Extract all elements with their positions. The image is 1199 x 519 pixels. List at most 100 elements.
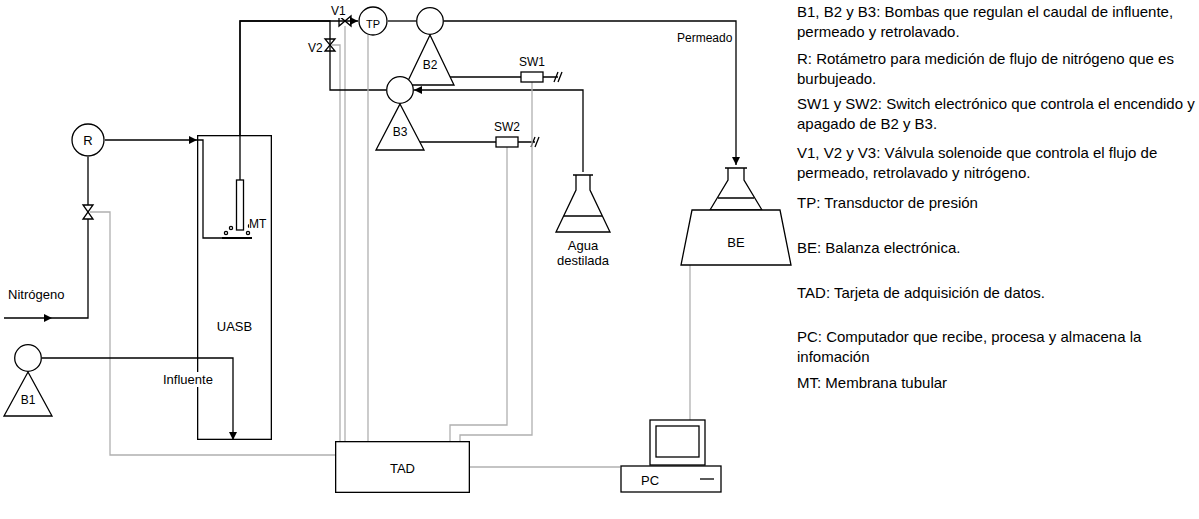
part-tag: MT — [249, 217, 266, 231]
legend-note: TAD: Tarjeta de adquisición de datos. — [797, 283, 1195, 303]
monitor-screen — [656, 426, 699, 457]
label-slot: R: Rotámetro para medición de flujo de n… — [797, 49, 1195, 89]
text-slot: R — [71, 131, 105, 149]
node-label: B3 — [393, 125, 408, 140]
electronic-balance: BE — [680, 165, 792, 267]
label-slot: BE: Balanza electrónica. — [797, 238, 1195, 258]
pipe-connector — [444, 21, 740, 165]
label-slot: V1, V2 y V3: Válvula solenoide que contr… — [797, 143, 1195, 183]
label-slot: B1, B2 y B3: Bombas que regulan el cauda… — [797, 2, 1195, 42]
electronic-balance-shape — [680, 165, 792, 267]
drive-slot — [700, 478, 714, 479]
pump-base — [376, 104, 424, 150]
pump-base — [4, 372, 52, 416]
connector-line — [388, 20, 416, 21]
flask-outline — [556, 175, 610, 232]
pipe-connector — [240, 21, 386, 135]
connector-line — [470, 466, 620, 467]
computer: PC — [620, 418, 722, 493]
circle-outline — [359, 7, 387, 35]
pump-head — [15, 345, 42, 372]
edge-label: Permeado — [676, 31, 733, 45]
pipe-connector — [105, 136, 197, 144]
connector-line — [367, 35, 368, 441]
node-label: UASB — [217, 319, 252, 335]
uasb-reactor-shape — [197, 135, 272, 440]
text-slot: Agua destilada — [548, 238, 618, 268]
text-slot: SW2 — [492, 117, 522, 135]
signal-connector — [460, 82, 532, 441]
pump-shape — [405, 7, 455, 87]
label-slot: PC: Computador que recibe, procesa y alm… — [797, 327, 1195, 367]
node-label: B1 — [21, 393, 36, 408]
balance-body — [681, 210, 791, 265]
connector-line — [450, 76, 521, 77]
rotameter-circle: R — [71, 123, 105, 157]
text-slot: TP — [358, 14, 388, 32]
pipe-connector — [450, 77, 521, 78]
node-label: SW1 — [519, 55, 545, 70]
pipe-connector — [240, 17, 358, 135]
flask-detail — [718, 168, 754, 198]
label-slot: TP: Transductor de presión — [797, 193, 1195, 213]
switch-box — [496, 137, 518, 147]
arrow-head — [414, 86, 422, 94]
label-slot: V1 — [331, 1, 346, 19]
flow-arrow — [44, 314, 52, 322]
computer-case — [621, 466, 721, 492]
text-slot: BE — [680, 233, 792, 251]
connector-line — [42, 358, 233, 440]
legend-note: R: Rotámetro para medición de flujo de n… — [797, 49, 1195, 89]
computer-shape — [620, 418, 722, 493]
stream-label: Nitrógeno — [8, 287, 64, 302]
label-slot: Influente — [163, 370, 213, 388]
gas-diffuser — [222, 237, 252, 239]
pump-head — [417, 8, 444, 35]
signal-connector — [450, 147, 507, 441]
pump: B3 — [375, 76, 425, 152]
connector-line — [689, 265, 690, 420]
nitrogen-line — [4, 157, 88, 318]
connector-layer — [42, 17, 740, 467]
pump-head — [387, 77, 414, 104]
connector-line — [240, 21, 386, 135]
connector-line — [414, 90, 583, 172]
label-slot: Nitrógeno — [8, 285, 64, 303]
node-label: TP — [366, 17, 380, 31]
electronic-switch: SW1 — [517, 52, 547, 86]
bubble — [224, 231, 227, 234]
signal-wire — [90, 212, 335, 455]
stream-label: Influente — [163, 372, 213, 387]
pressure-transducer: TP — [358, 6, 388, 36]
text-slot: PC — [624, 471, 676, 489]
bubble — [246, 231, 249, 234]
circle-outline — [72, 124, 104, 156]
pump: B1 — [3, 344, 53, 418]
legend-note: TP: Transductor de presión — [797, 193, 1195, 213]
pump: B2 — [405, 7, 455, 87]
label-slot: MT — [249, 214, 266, 232]
pipe-connector — [414, 86, 583, 172]
monitor — [650, 420, 705, 465]
connector-line — [105, 139, 197, 140]
arrow-head — [189, 136, 197, 144]
box-outline — [198, 136, 272, 440]
tubular-membrane — [237, 180, 244, 230]
pipe-connector — [42, 358, 237, 440]
signal-wire — [344, 26, 345, 441]
connector-line — [420, 141, 496, 142]
label-slot: TAD: Tarjeta de adquisición de datos. — [797, 283, 1195, 303]
node-label: TAD — [390, 461, 415, 477]
text-slot: SW1 — [517, 52, 547, 70]
flask-outline — [710, 168, 762, 210]
legend-note: V1, V2 y V3: Válvula solenoide que contr… — [797, 143, 1195, 183]
pump-shape — [375, 76, 425, 152]
text-slot: TAD — [335, 459, 470, 477]
legend-note: B1, B2 y B3: Bombas que regulan el cauda… — [797, 2, 1195, 42]
node-label: B2 — [423, 58, 438, 73]
node-label: PC — [641, 473, 659, 489]
daq-card: TAD — [335, 441, 470, 493]
connector-line — [460, 82, 532, 441]
edge-label-slot: Permeado — [676, 28, 733, 46]
